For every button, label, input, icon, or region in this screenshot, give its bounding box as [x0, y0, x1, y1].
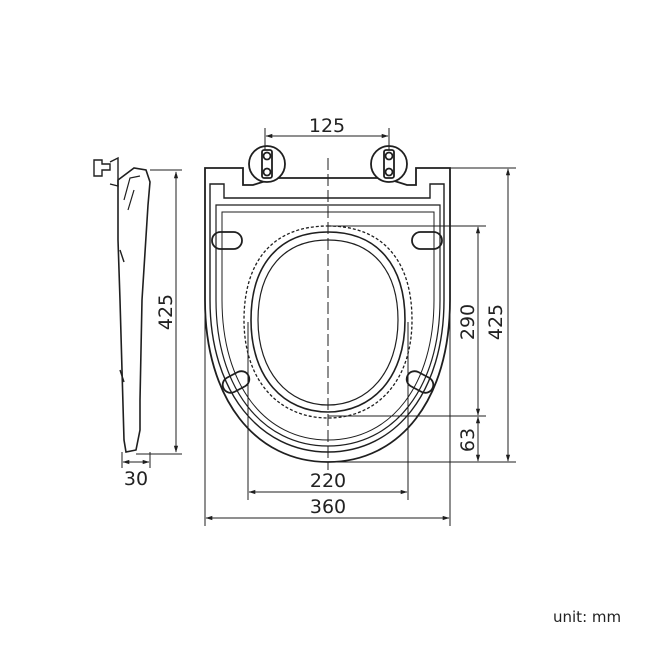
- seat-opening: [250, 231, 406, 413]
- buffer-bottom-left: [221, 370, 251, 394]
- seat-outline-outer: [204, 167, 451, 463]
- dimension-lines: [204, 128, 516, 526]
- seat-outline-inner: [209, 183, 445, 453]
- buffer-top-right: [411, 231, 443, 250]
- side-height-label: 425: [155, 294, 177, 330]
- buffer-top-left: [211, 231, 243, 250]
- rear-length-label: 63: [457, 428, 479, 452]
- overall-width-label: 360: [310, 496, 346, 518]
- opening-width-label: 220: [310, 470, 346, 492]
- buffer-bottom-right: [405, 370, 435, 394]
- hinge-spacing-label: 125: [309, 115, 345, 137]
- overall-length-label: 425: [485, 304, 507, 340]
- unit-label: unit: mm: [553, 608, 622, 626]
- side-thickness-label: 30: [124, 468, 148, 490]
- hinge-mount-left: [248, 145, 286, 183]
- hinge-bolt: [93, 159, 111, 177]
- seat-opening-dashed: [243, 225, 413, 419]
- top-view: [204, 145, 451, 470]
- side-view: [93, 156, 182, 468]
- opening-length-label: 290: [457, 304, 479, 340]
- hinge-mount-right: [370, 145, 408, 183]
- side-profile: [117, 167, 151, 453]
